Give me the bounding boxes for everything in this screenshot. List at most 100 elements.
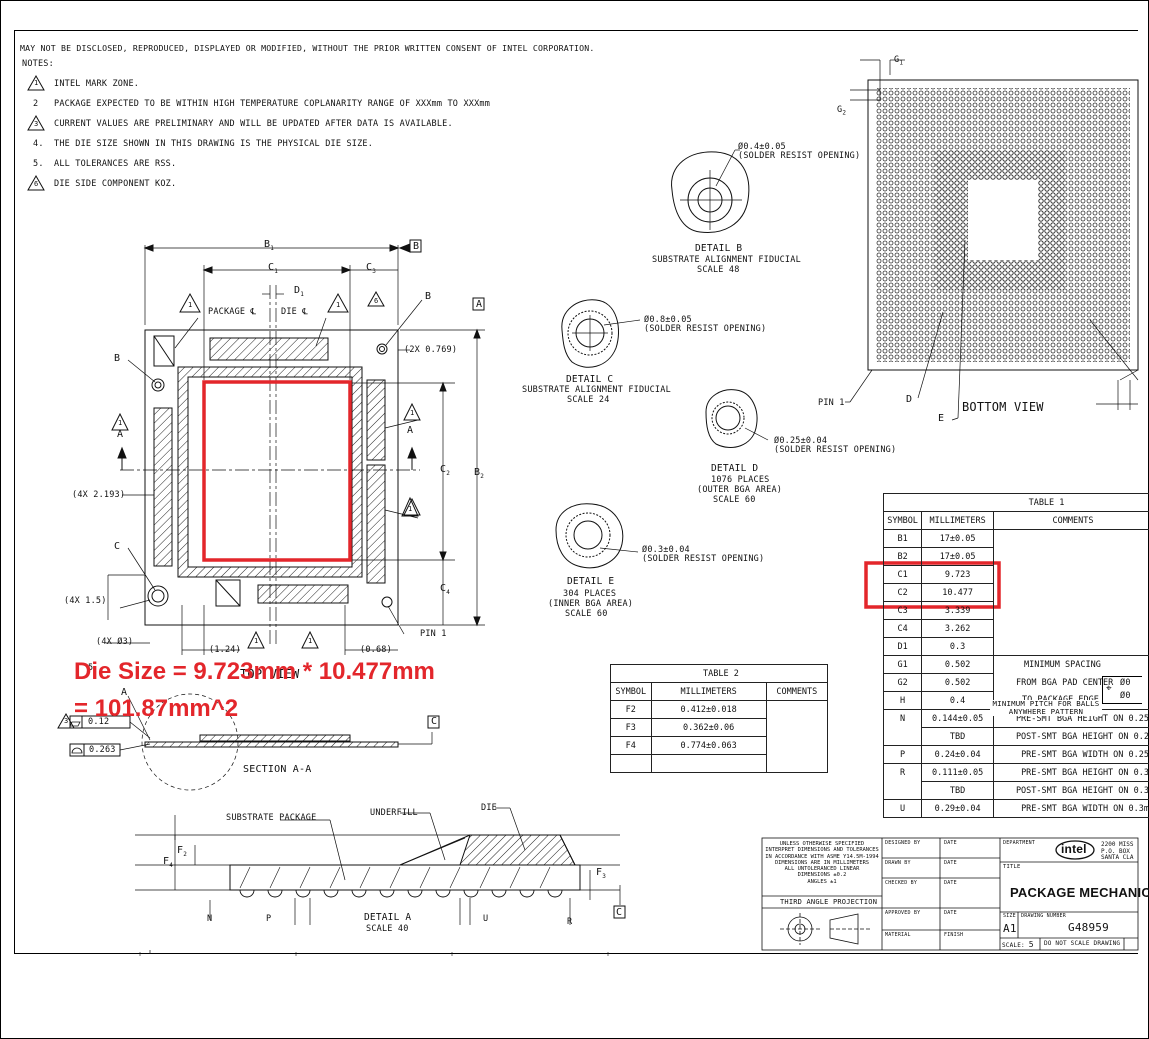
- detail-e-title: DETAIL E: [567, 576, 615, 587]
- top-view-title: TOP VIEW: [240, 667, 300, 681]
- approved-by: APPROVED BY: [885, 910, 921, 916]
- no-scale-note: DO NOT SCALE DRAWING: [1044, 940, 1121, 947]
- date-2: DATE: [944, 860, 957, 866]
- detail-a-underfill: UNDERFILL: [370, 808, 418, 818]
- detail-c-line2: SUBSTRATE ALIGNMENT FIDUCIAL: [522, 385, 671, 395]
- note-3: CURRENT VALUES ARE PRELIMINARY AND WILL …: [54, 119, 453, 129]
- note-1-marker: 1: [34, 79, 39, 87]
- detail-a-scale: SCALE 40: [366, 924, 409, 934]
- bottom-pin-1: PIN 1: [818, 398, 845, 408]
- table-1-title: TABLE 1: [883, 493, 1149, 512]
- dim-2x-0769: (2X 0.769): [404, 345, 458, 355]
- detail-d-line4: SCALE 60: [713, 495, 756, 505]
- note-5: ALL TOLERANCES ARE RSS.: [54, 159, 177, 169]
- detail-a-f4: F4: [163, 856, 174, 869]
- bottom-view-title: BOTTOM VIEW: [962, 400, 1044, 414]
- detail-e-line2: 304 PLACES: [563, 589, 617, 599]
- note-6: DIE SIDE COMPONENT KOZ.: [54, 179, 177, 189]
- bottom-g2: G2: [837, 105, 847, 117]
- die-centerline: DIE ℄: [281, 307, 308, 317]
- note-2: PACKAGE EXPECTED TO BE WITHIN HIGH TEMPE…: [54, 99, 491, 109]
- datum-b-label: B: [413, 241, 420, 252]
- dim-4x-dia3: (4X Ø3): [96, 637, 134, 647]
- note-3-marker: 3: [34, 120, 39, 128]
- detail-a-datum: C: [616, 907, 623, 918]
- drawing-number: G48959: [1068, 921, 1109, 934]
- marker-5: 5: [88, 663, 94, 673]
- detail-e-sub: (SOLDER RESIST OPENING): [642, 554, 765, 564]
- drawing-number-label: DRAWING NUMBER: [1021, 913, 1066, 919]
- note-4-marker: 4.: [33, 139, 44, 149]
- detail-a-f2: F2: [177, 845, 188, 858]
- dim-c4: C4: [440, 583, 451, 596]
- detail-d-dia: Ø0.25±0.04: [774, 436, 828, 446]
- label-b-left: B: [114, 353, 121, 364]
- detail-c-line3: SCALE 24: [567, 395, 610, 405]
- detail-a-r: R: [567, 917, 573, 927]
- detail-b-dia: Ø0.4±0.05: [738, 142, 786, 152]
- flatness-value: 0.12: [88, 717, 110, 727]
- fcf-box: [1102, 676, 1142, 704]
- bottom-e: E: [938, 413, 945, 424]
- label-c-left: C: [114, 541, 121, 552]
- dim-d1: D1: [294, 285, 305, 298]
- table-1-header-comments: COMMENTS: [993, 511, 1149, 530]
- flag-1-c: 1: [118, 419, 123, 427]
- note-5-marker: 5.: [33, 159, 44, 169]
- dim-4x-15: (4X 1.5): [64, 596, 107, 606]
- die-size-annotation: Die Size = 9.723mm * 10.477mm: [74, 658, 435, 685]
- coplanarity-value: 0.263: [89, 745, 116, 755]
- bottom-d: D: [906, 394, 913, 405]
- table-1-fcf-a: Ø0: [1120, 678, 1131, 688]
- detail-b-line2: SUBSTRATE ALIGNMENT FIDUCIAL: [652, 255, 801, 265]
- die-highlight-box: [202, 380, 352, 562]
- table-1-header-symbol: SYMBOL: [882, 511, 923, 530]
- die-area-annotation: = 101.87mm^2: [74, 695, 239, 722]
- position-symbol-icon: ⌖: [1106, 683, 1112, 694]
- detail-a-u: U: [483, 914, 489, 924]
- table-2-title: TABLE 2: [610, 664, 828, 683]
- drawn-by: DRAWN BY: [885, 860, 911, 866]
- detail-b-line3: SCALE 48: [697, 265, 740, 275]
- projection-label: THIRD ANGLE PROJECTION: [780, 898, 878, 906]
- detail-c-title: DETAIL C: [566, 374, 614, 385]
- flag-1-e: 1: [408, 505, 413, 513]
- bottom-g1: G1: [894, 55, 904, 67]
- disclaimer: MAY NOT BE DISCLOSED, REPRODUCED, DISPLA…: [20, 43, 595, 53]
- detail-d-line2: 1076 PLACES: [711, 475, 770, 485]
- detail-b-title: DETAIL B: [695, 243, 743, 254]
- notes-label: NOTES:: [22, 59, 54, 69]
- detail-e-dia: Ø0.3±0.04: [642, 545, 690, 555]
- detail-d-title: DETAIL D: [711, 463, 759, 474]
- detail-d-sub: (SOLDER RESIST OPENING): [774, 445, 897, 455]
- detail-a-substrate: SUBSTRATE PACKAGE: [226, 813, 317, 823]
- finish: FINISH: [944, 932, 964, 938]
- label-b-right: B: [425, 291, 432, 302]
- package-centerline: PACKAGE ℄: [208, 307, 257, 317]
- dim-068: (0.68): [360, 645, 392, 655]
- checked-by: CHECKED BY: [885, 880, 918, 886]
- table-1-h-comment: MINIMUM PITCH FOR BALLS ANYWHERE PATTERN: [990, 700, 1102, 716]
- dim-4x-2193: (4X 2.193): [72, 490, 126, 500]
- section-datum-c: C: [431, 716, 438, 727]
- pin-1-label: PIN 1: [420, 629, 447, 639]
- material: MATERIAL: [885, 932, 911, 938]
- detail-a-p: P: [266, 914, 272, 924]
- section-a-right: A: [407, 425, 414, 436]
- detail-a-title: DETAIL A: [364, 912, 412, 923]
- size-value: A1: [1003, 922, 1017, 935]
- date-1: DATE: [944, 840, 957, 846]
- flag-1-b: 1: [336, 301, 341, 309]
